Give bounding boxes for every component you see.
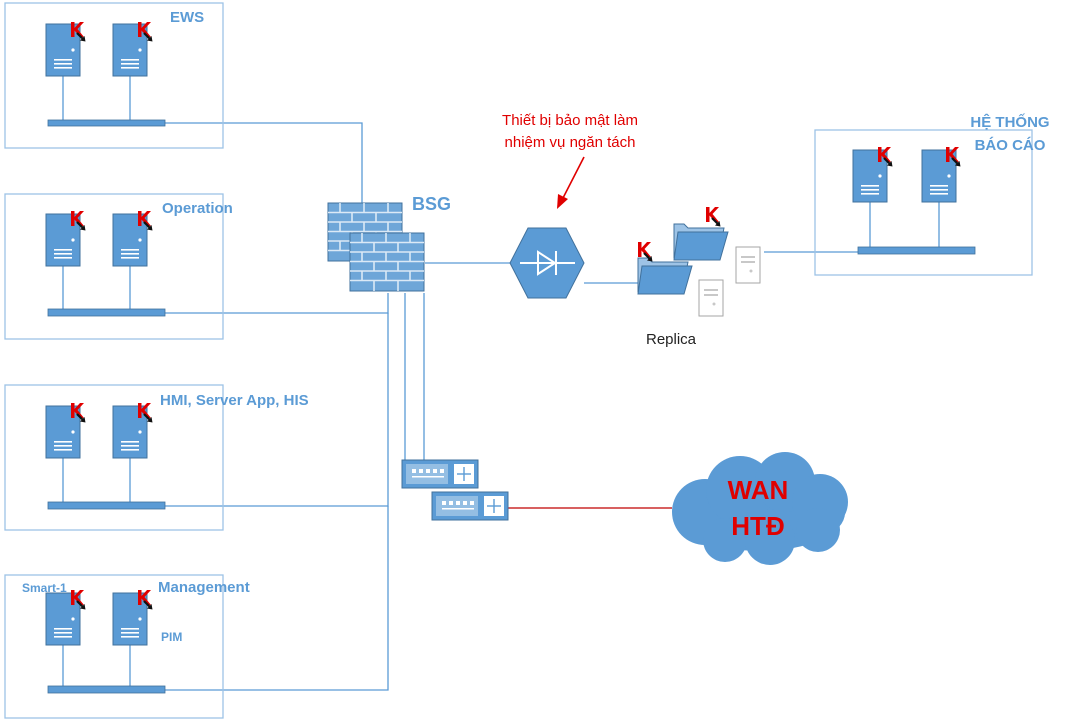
- lan-bus: [47, 685, 166, 694]
- folder-icon: [673, 223, 729, 261]
- red-arrow-icon: [557, 156, 585, 209]
- bsg-firewall: BSG: [327, 194, 451, 292]
- document-icon: [698, 279, 724, 317]
- lan-bus: [47, 119, 166, 127]
- link-ews-bsg: [165, 122, 363, 207]
- server-icon: [45, 213, 81, 267]
- diode-note: Thiết bị bảo mật làm nhiệm vụ ngăn tách: [502, 112, 638, 209]
- zone-border: [4, 574, 224, 719]
- zone-sublabel-smart1: Smart-1: [22, 581, 67, 595]
- zone-operation: Operation: [4, 193, 233, 340]
- bsg-label: BSG: [412, 194, 451, 214]
- zone-title: Management: [158, 579, 250, 596]
- link-operation-bsg: [165, 293, 389, 314]
- zone-title: EWS: [170, 9, 204, 26]
- server-icon: [112, 592, 148, 646]
- folder-icon: [637, 257, 693, 295]
- zone-report-system: HỆ THỐNG BÁO CÁO: [814, 113, 1050, 276]
- wan-cloud: WAN HTĐ: [672, 452, 848, 565]
- server-icon: [45, 405, 81, 459]
- data-diode-icon: [509, 227, 585, 299]
- network-switch-icon: [431, 491, 509, 521]
- network-switch-icon: [401, 459, 479, 489]
- link-hmi-bsg: [165, 313, 389, 507]
- cloud-icon: [672, 452, 848, 565]
- server-icon: [45, 592, 81, 646]
- server-icon: [852, 149, 888, 203]
- server-icon: [112, 23, 148, 77]
- zone-management: Management Smart-1 PIM: [4, 574, 250, 719]
- wan-line-2: HTĐ: [731, 511, 784, 541]
- server-icon: [921, 149, 957, 203]
- replica-label: Replica: [646, 331, 697, 348]
- note-line-1: Thiết bị bảo mật làm: [502, 112, 638, 129]
- report-title-line-2: BÁO CÁO: [975, 137, 1046, 154]
- zone-title: HMI, Server App, HIS: [160, 392, 309, 409]
- zone-border: [4, 193, 224, 340]
- kaspersky-badge-icon: [704, 205, 722, 228]
- server-icon: [112, 213, 148, 267]
- link-management-bsg: [165, 506, 389, 691]
- replica-group: Replica: [636, 205, 761, 348]
- lan-bus: [857, 246, 976, 255]
- zone-border: [814, 129, 1033, 276]
- report-title-line-1: HỆ THỐNG: [970, 113, 1049, 131]
- zone-border: [4, 384, 224, 531]
- zone-title: Operation: [162, 200, 233, 217]
- server-icon: [45, 23, 81, 77]
- server-icon: [112, 405, 148, 459]
- firewall-icon: [349, 232, 425, 292]
- lan-bus: [47, 501, 166, 510]
- switch-group: [401, 459, 509, 521]
- document-icon: [735, 246, 761, 284]
- wan-line-1: WAN: [728, 475, 789, 505]
- zone-hmi: HMI, Server App, HIS: [4, 384, 309, 531]
- zone-border: [4, 2, 224, 149]
- zone-ews: EWS: [4, 2, 224, 149]
- lan-bus: [47, 308, 166, 317]
- connection-lines: [165, 122, 858, 691]
- note-line-2: nhiệm vụ ngăn tách: [505, 134, 636, 151]
- zone-sublabel-pim: PIM: [161, 630, 182, 644]
